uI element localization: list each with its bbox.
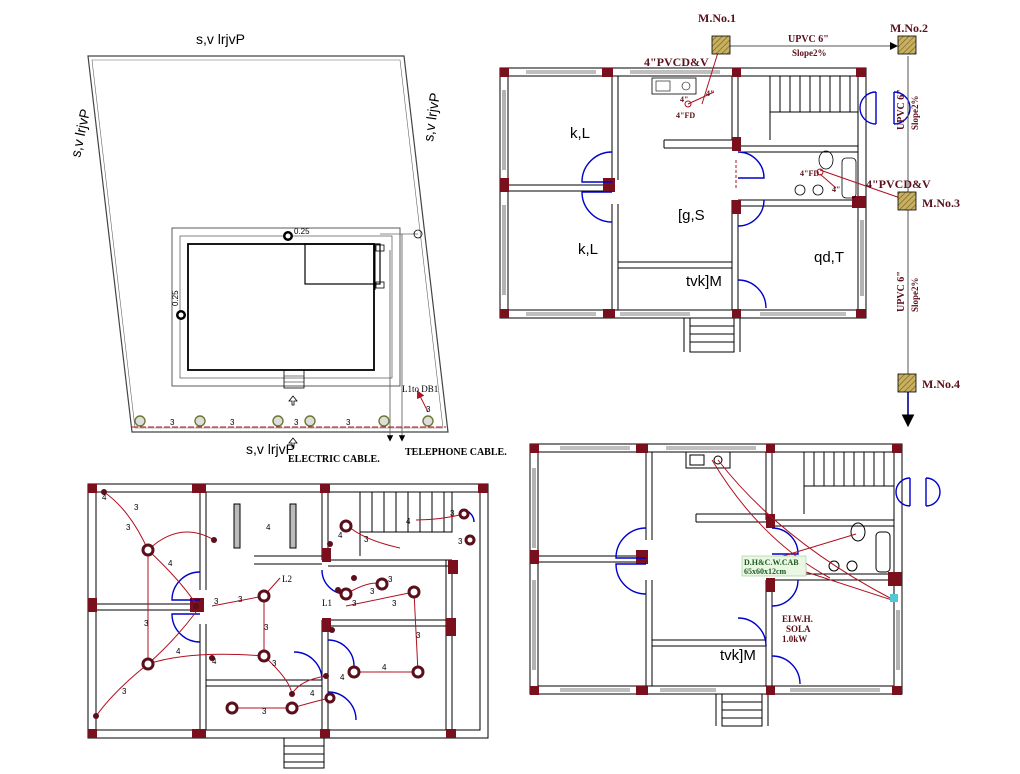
electrical-label: L1 bbox=[322, 598, 332, 608]
site-cable-number: 3 bbox=[426, 405, 431, 414]
wire-number: 3 bbox=[450, 509, 455, 518]
wire-number: 3 bbox=[214, 597, 219, 606]
fd-2-label: 4"FD bbox=[800, 169, 819, 178]
cab-label: D.H&C.W.CAB bbox=[744, 558, 799, 567]
site-cable-number: 3 bbox=[230, 418, 235, 427]
wire-number: 3 bbox=[238, 595, 243, 604]
fd-1-label: 4"FD bbox=[676, 111, 695, 120]
site-plan: s,v lrjvP s,v lrjvP s,v lrjvP s,v lrjvP … bbox=[67, 31, 507, 465]
wire-number: 3 bbox=[352, 599, 357, 608]
pipe-right-2-label: UPVC 6" bbox=[896, 271, 907, 312]
wire-number: 4 bbox=[212, 657, 217, 666]
site-cable-number: 3 bbox=[294, 418, 299, 427]
site-cable-number: 3 bbox=[170, 418, 175, 427]
pipe-small-3: 4" bbox=[832, 185, 840, 194]
room-label: tvk]M bbox=[686, 273, 722, 290]
slope-right-1-label: Slope2% bbox=[910, 95, 920, 130]
pipe-top-label: UPVC 6" bbox=[788, 34, 829, 45]
pipe-small-2: 4" bbox=[680, 95, 688, 104]
wire-number: 4 bbox=[382, 663, 387, 672]
wire-number: 3 bbox=[458, 537, 463, 546]
cab-size: 65x60x12cm bbox=[744, 567, 787, 576]
wire-number: 4 bbox=[176, 647, 181, 656]
pipe-small-1: 4" bbox=[706, 89, 714, 98]
drainage-columns bbox=[500, 68, 866, 318]
wire-number: 3 bbox=[144, 619, 149, 628]
drainage-plan: M.No.1 M.No.2 M.No.3 M.No.4 UPVC 6" Slop… bbox=[499, 11, 960, 428]
wire-number: 3 bbox=[416, 631, 421, 640]
wire-number: 4 bbox=[338, 531, 343, 540]
wire-number: 4 bbox=[310, 689, 315, 698]
cab-box bbox=[741, 555, 807, 577]
manhole-1-label: M.No.1 bbox=[698, 11, 736, 25]
site-road-bottom: s,v lrjvP bbox=[246, 441, 295, 457]
site-db-label: L1to DB1 bbox=[402, 384, 438, 394]
building-outline bbox=[171, 227, 401, 387]
manhole-3-label: M.No.3 bbox=[922, 196, 960, 210]
heater-label-3: 1.0kW bbox=[782, 634, 807, 644]
site-dim-top: 0.25 bbox=[294, 227, 310, 236]
site-dim-left: 0.25 bbox=[171, 290, 180, 306]
wire-number: 4 bbox=[102, 493, 107, 502]
pvcd-1-label: 4"PVCD&V bbox=[644, 55, 709, 69]
plumbing-room-label: tvk]M bbox=[720, 647, 756, 664]
room-label: k,L bbox=[578, 241, 598, 258]
manhole-2-label: M.No.2 bbox=[890, 21, 928, 35]
room-label: k,L bbox=[570, 125, 590, 142]
electrical-label: L2 bbox=[282, 574, 292, 584]
pvcd-2-label: 4"PVCD&V bbox=[866, 177, 931, 191]
wire-number: 3 bbox=[272, 659, 277, 668]
electrical-plan: L2 L1 4 4 4 3 3 3 3 3 4 4 3 4 3 3 4 3 3 … bbox=[87, 483, 489, 769]
wire-number: 3 bbox=[264, 623, 269, 632]
wire-number: 3 bbox=[370, 587, 375, 596]
wire-number: 3 bbox=[262, 707, 267, 716]
wire-number: 4 bbox=[168, 559, 173, 568]
site-road-right: s,v lrjvP bbox=[420, 92, 443, 143]
heater-label-2: SOLA bbox=[786, 624, 811, 634]
slope-top-label: Slope2% bbox=[792, 48, 827, 58]
manholes bbox=[711, 35, 917, 393]
site-telephone-cable: TELEPHONE CABLE. bbox=[405, 447, 507, 458]
wire-number: 3 bbox=[388, 575, 393, 584]
site-poles bbox=[134, 415, 434, 427]
site-cable-number: 3 bbox=[346, 418, 351, 427]
plot-boundary bbox=[87, 55, 449, 433]
wire-number: 4 bbox=[406, 517, 411, 526]
wire-number: 3 bbox=[364, 535, 369, 544]
pipe-right-1-label: UPVC 6" bbox=[896, 89, 907, 130]
room-label: qd,T bbox=[814, 249, 844, 266]
wire-number: 3 bbox=[392, 599, 397, 608]
manhole-4-label: M.No.4 bbox=[922, 377, 960, 391]
wire-number: 3 bbox=[134, 503, 139, 512]
site-road-top: s,v lrjvP bbox=[196, 31, 245, 47]
wire-number: 3 bbox=[126, 523, 131, 532]
site-electric-cable: ELECTRIC CABLE. bbox=[288, 454, 380, 465]
wire-number: 4 bbox=[266, 523, 271, 532]
wire-number: 4 bbox=[340, 673, 345, 682]
wire-number: 3 bbox=[122, 687, 127, 696]
plumbing-plan: D.H&C.W.CAB 65x60x12cm ELW.H. SOLA 1.0kW… bbox=[529, 443, 941, 727]
heater-label-1: ELW.H. bbox=[782, 614, 813, 624]
light-points bbox=[141, 508, 476, 715]
room-label: [g,S bbox=[678, 207, 705, 224]
site-road-left: s,v lrjvP bbox=[67, 107, 93, 158]
slope-right-2-label: Slope2% bbox=[910, 277, 920, 312]
